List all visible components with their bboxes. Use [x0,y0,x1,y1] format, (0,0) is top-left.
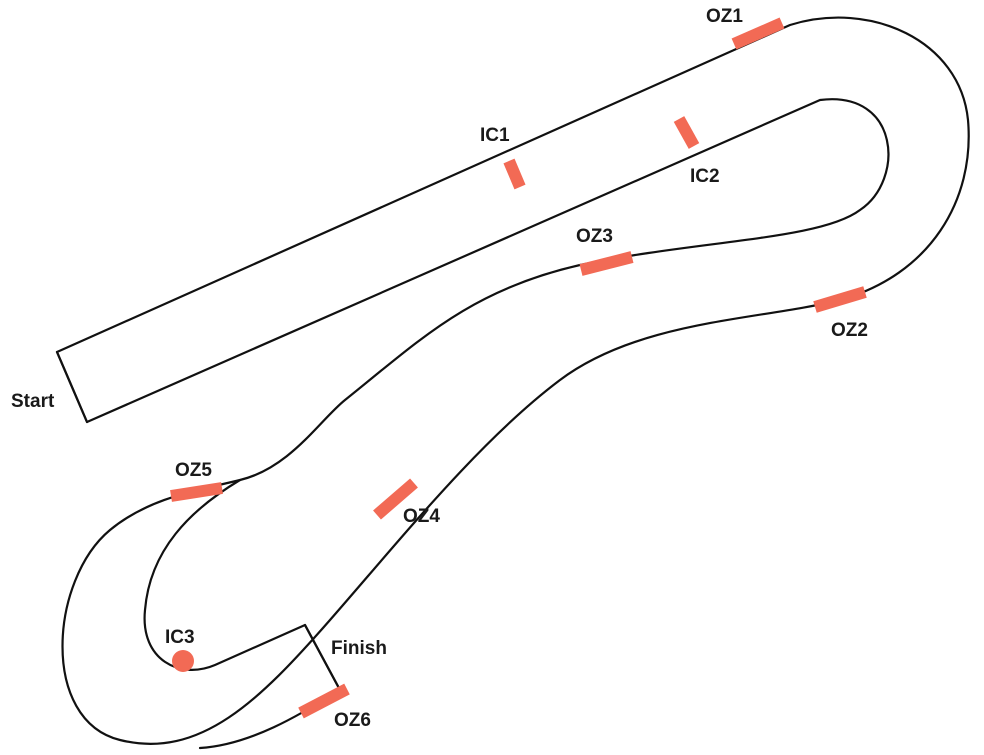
ic1-marker [503,158,526,190]
oz3-marker [579,251,634,276]
oz6-marker [298,683,350,719]
track-inner-hairpin [143,478,342,750]
oz4-label: OZ4 [403,506,440,527]
oz6-label: OZ6 [334,710,371,731]
ic3-marker [172,650,194,672]
oz1-marker [731,17,785,50]
oz1-label: OZ1 [706,6,743,27]
oz3-label: OZ3 [576,226,613,247]
oz5-label: OZ5 [175,460,212,481]
markers [170,17,867,719]
start-label: Start [11,391,55,412]
labels: Start Finish OZ1 OZ2 OZ3 OZ4 OZ5 OZ6 IC1… [11,6,868,731]
track-outer-edge [55,16,970,745]
ic3-label: IC3 [165,627,195,648]
oz4-marker [373,478,418,520]
oz2-label: OZ2 [831,320,868,341]
oz5-marker [170,482,223,502]
start-line [55,350,89,424]
finish-line [303,623,342,692]
ic1-label: IC1 [480,125,510,146]
finish-label: Finish [331,638,387,659]
ic2-marker [673,116,700,149]
ic2-label: IC2 [690,166,720,187]
oz2-marker [813,286,867,313]
